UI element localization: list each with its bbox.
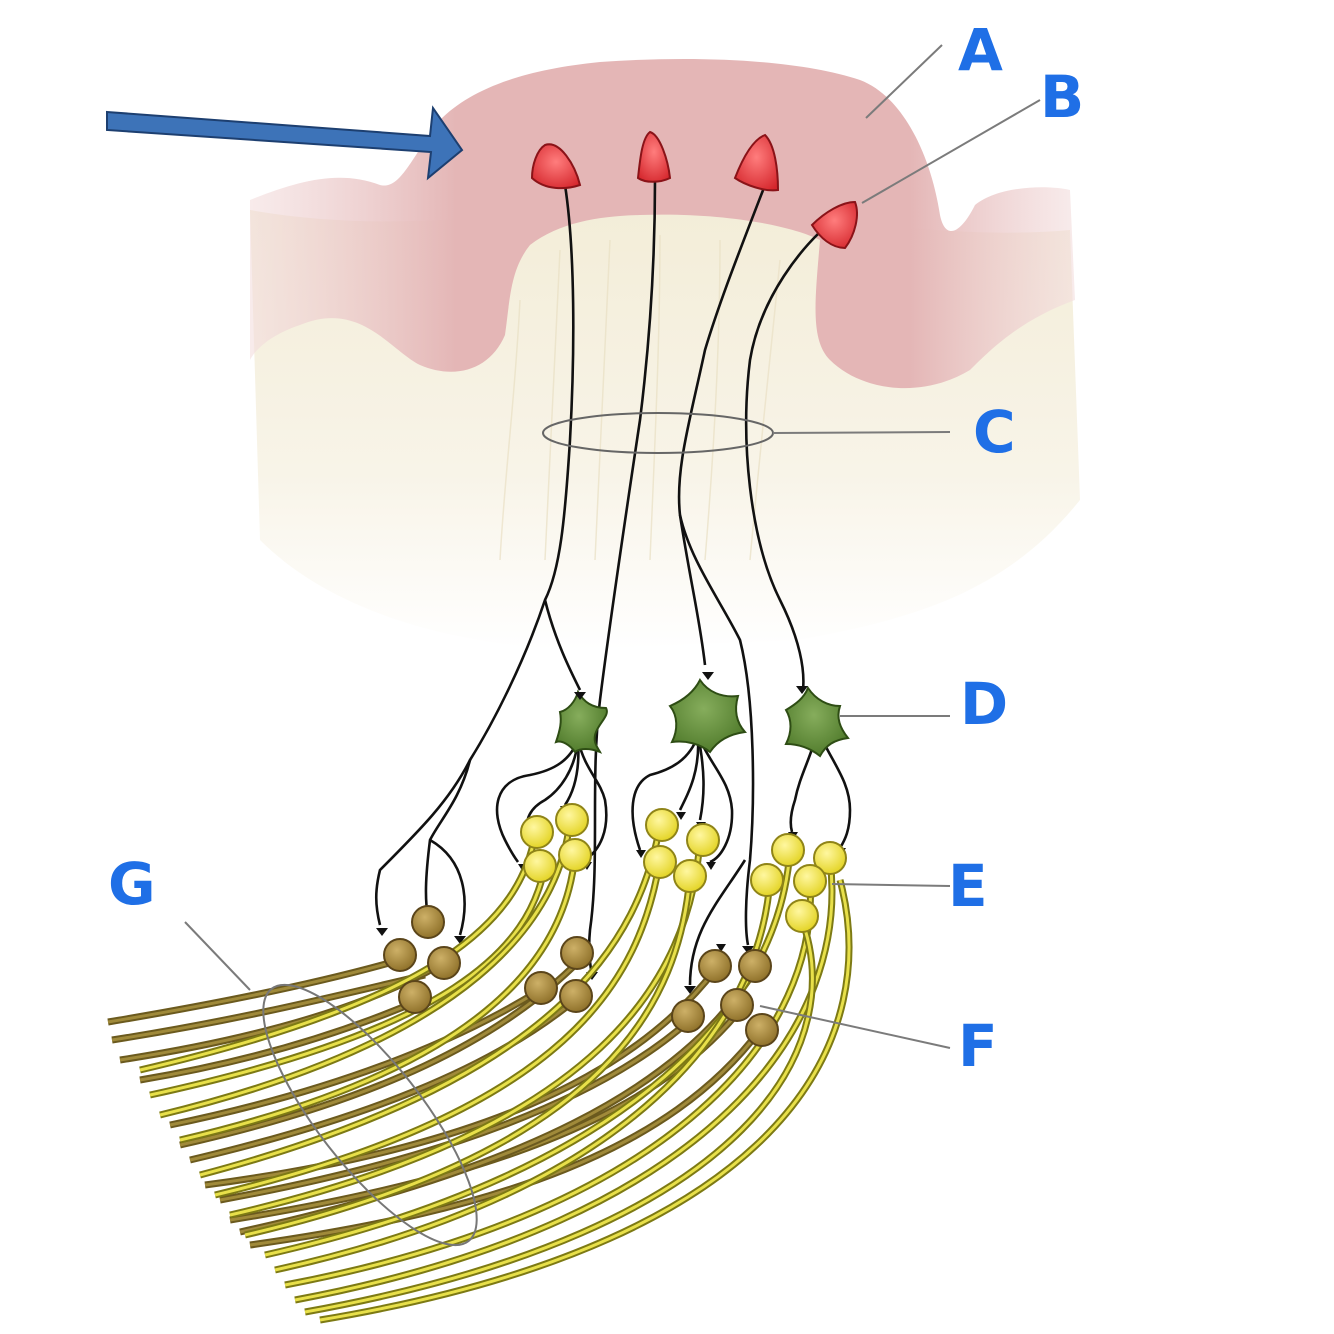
brown-cell [560, 936, 594, 970]
yellow-cell [673, 859, 707, 893]
interneuron [668, 678, 748, 754]
brown-cell [383, 938, 417, 972]
yellow-cell [686, 823, 720, 857]
yellow-cell [750, 863, 784, 897]
brown-cell [738, 949, 772, 983]
label-b: B [1040, 63, 1084, 131]
brown-cell [698, 949, 732, 983]
yellow-cell [520, 815, 554, 849]
yellow-cell [558, 838, 592, 872]
dendrite-tip [636, 130, 672, 183]
brown-cell [524, 971, 558, 1005]
brown-cell [411, 905, 445, 939]
brown-cell [745, 1013, 779, 1047]
label-f: F [958, 1012, 998, 1080]
dendrite-axons [374, 179, 841, 986]
leader-lines [184, 44, 1041, 1049]
label-g: G [108, 850, 156, 918]
fiber-bundle-ring [262, 983, 478, 1247]
interneurons [554, 678, 850, 758]
brown-cell [671, 999, 705, 1033]
brown-cells [383, 905, 779, 1047]
yellow-cells [520, 803, 847, 933]
dendrite-tip [810, 200, 858, 250]
label-a: A [958, 16, 1003, 84]
white-matter-streaks [499, 234, 781, 561]
yellow-cell [523, 849, 557, 883]
brown-cell [720, 988, 754, 1022]
yellow-cell [785, 899, 819, 933]
dendrite-tip [733, 133, 780, 192]
yellow-cell [643, 845, 677, 879]
interneuron [554, 689, 608, 754]
brown-cell [398, 980, 432, 1014]
yellow-cell [813, 841, 847, 875]
label-d: D [960, 670, 1008, 738]
dendrite-tip [530, 143, 582, 190]
interneuron [784, 685, 850, 758]
yellow-cell [555, 803, 589, 837]
label-c: C [973, 398, 1016, 466]
yellow-cell [771, 833, 805, 867]
dendrite-tips [530, 130, 858, 250]
yellow-cell [645, 808, 679, 842]
brown-cell [559, 979, 593, 1013]
interneuron-branches [495, 729, 852, 864]
brown-cell [427, 946, 461, 980]
yellow-fibers [139, 819, 853, 1324]
label-e: E [948, 852, 988, 920]
yellow-cell [793, 864, 827, 898]
arrow-right-icon [106, 105, 464, 181]
